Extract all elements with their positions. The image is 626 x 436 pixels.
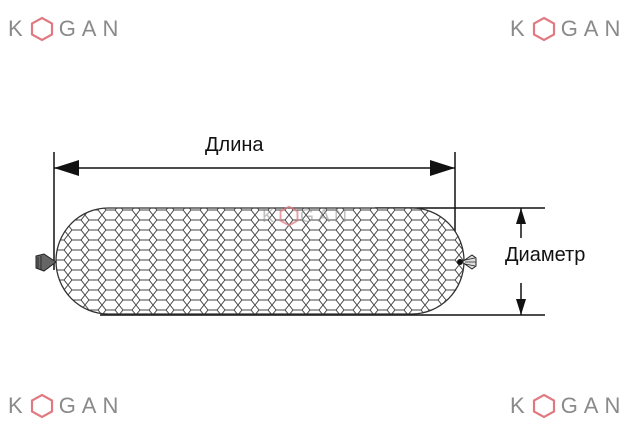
mesh-casing-body [55, 207, 465, 315]
logo-letter-k: K [8, 393, 29, 418]
logo-letter-k: K [510, 393, 531, 418]
logo-letters-gan: GAN [300, 205, 352, 226]
logo-letters-gan: GAN [560, 16, 626, 41]
length-arrow-right [430, 160, 455, 176]
diameter-arrow-top [516, 208, 526, 224]
logo-letters-gan: GAN [560, 393, 626, 418]
hexagon-icon [30, 393, 53, 419]
hexagon-icon [30, 16, 53, 42]
diameter-arrow-bottom [516, 299, 526, 315]
length-arrow-left [54, 160, 79, 176]
tied-end-right [457, 254, 477, 270]
diameter-label: Диаметр [505, 244, 586, 266]
length-label: Длина [205, 134, 264, 156]
hexagon-icon [279, 205, 299, 227]
hexagon-icon [532, 393, 555, 419]
logo-letters-gan: GAN [58, 393, 125, 418]
tied-end-left [35, 253, 57, 272]
logo-letter-k: K [510, 16, 531, 41]
logo-letter-k: K [8, 16, 29, 41]
hexagon-icon [532, 16, 555, 42]
logo-letters-gan: GAN [58, 16, 125, 41]
kogan-logo-bottom-left: K GAN [8, 393, 124, 419]
kogan-logo-top-left: K GAN [8, 16, 124, 42]
kogan-watermark-center: K GAN [262, 205, 351, 227]
kogan-logo-top-right: K GAN [510, 16, 626, 42]
logo-letter-k: K [262, 205, 279, 226]
kogan-logo-bottom-right: K GAN [510, 393, 626, 419]
